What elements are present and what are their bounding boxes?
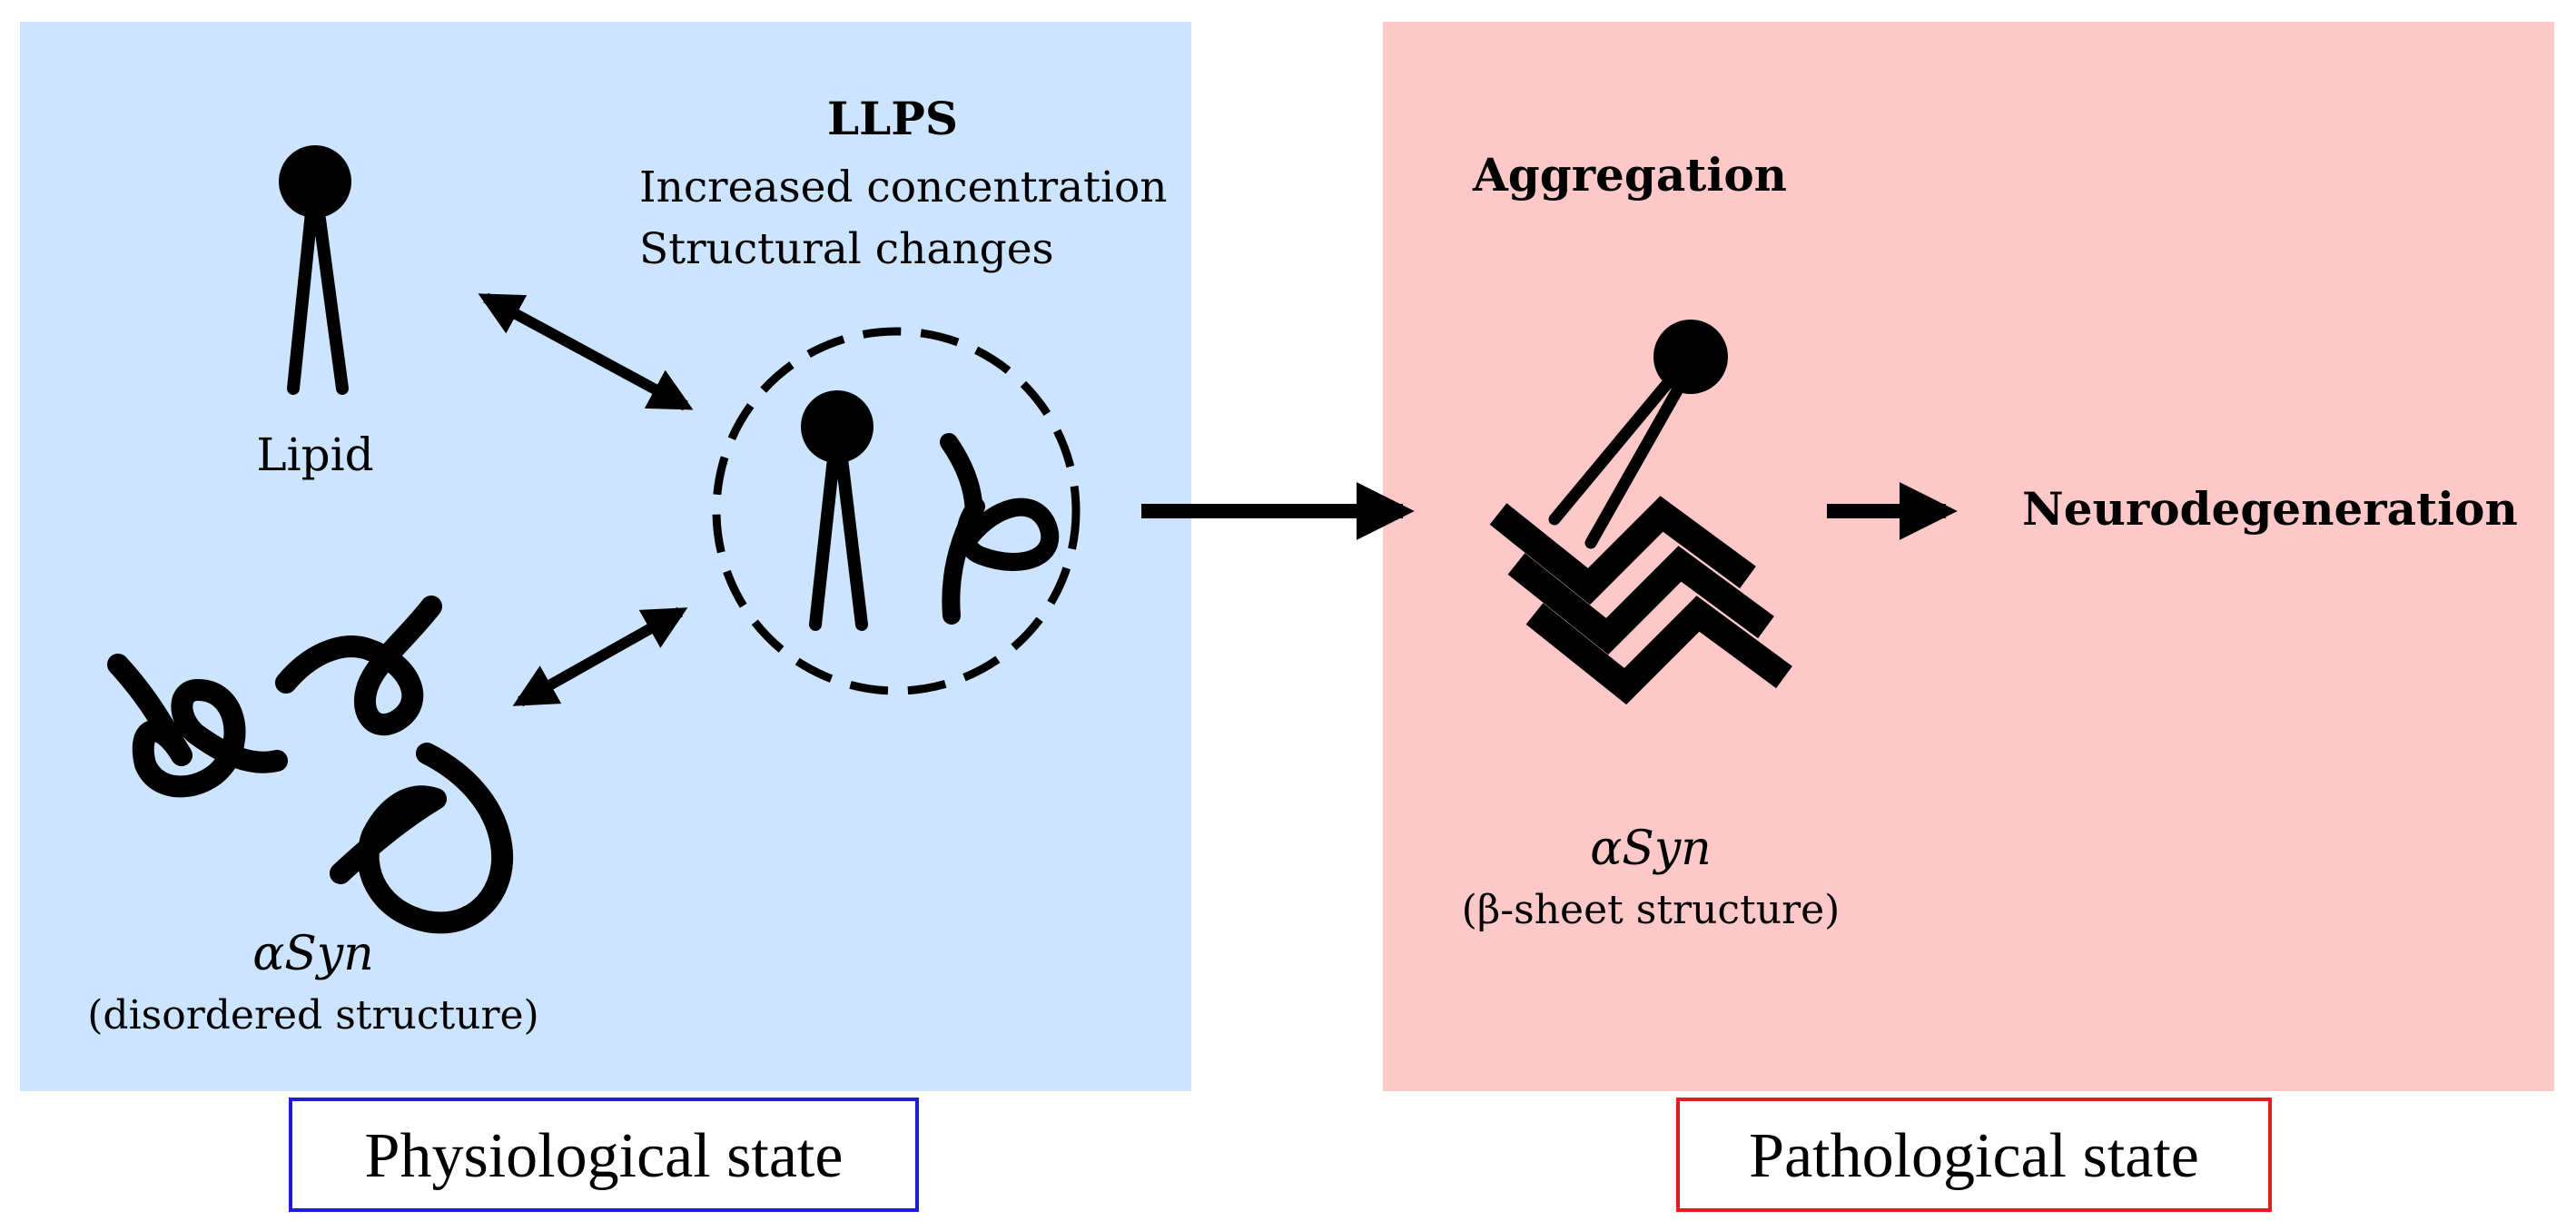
lipid-icon — [279, 145, 351, 395]
asyn-droplet-arrow — [512, 606, 688, 707]
pathological-state-box — [1676, 1098, 2272, 1212]
asyn-label-pathological: αSyn — [1590, 822, 1712, 876]
lipid-droplet-arrow — [478, 292, 694, 411]
disordered-asyn-icon — [107, 596, 514, 934]
pathological-panel — [1383, 22, 2554, 1091]
asyn-structure-pathological: (β-sheet structure) — [1462, 887, 1841, 933]
aggregate-icon — [1489, 320, 1792, 705]
lipid-label: Lipid — [256, 428, 373, 481]
droplet-lipid-icon — [801, 390, 873, 631]
neurodegeneration-label: Neurodegeneration — [2022, 482, 2518, 536]
asyn-structure-physiological: (disordered structure) — [87, 992, 538, 1039]
pathological-state-label: Pathological state — [1749, 1121, 2199, 1191]
physiological-state-label: Physiological state — [365, 1121, 844, 1191]
droplet-asyn-icon — [940, 433, 1060, 625]
llps-condition-concentration: Increased concentration — [639, 162, 1168, 212]
llps-droplet — [712, 327, 1081, 695]
asyn-label-physiological: αSyn — [252, 927, 374, 981]
aggregation-title: Aggregation — [1472, 148, 1787, 202]
physiological-state-box — [289, 1098, 919, 1212]
llps-condition-structure: Structural changes — [639, 224, 1054, 274]
llps-title: LLPS — [827, 92, 958, 145]
